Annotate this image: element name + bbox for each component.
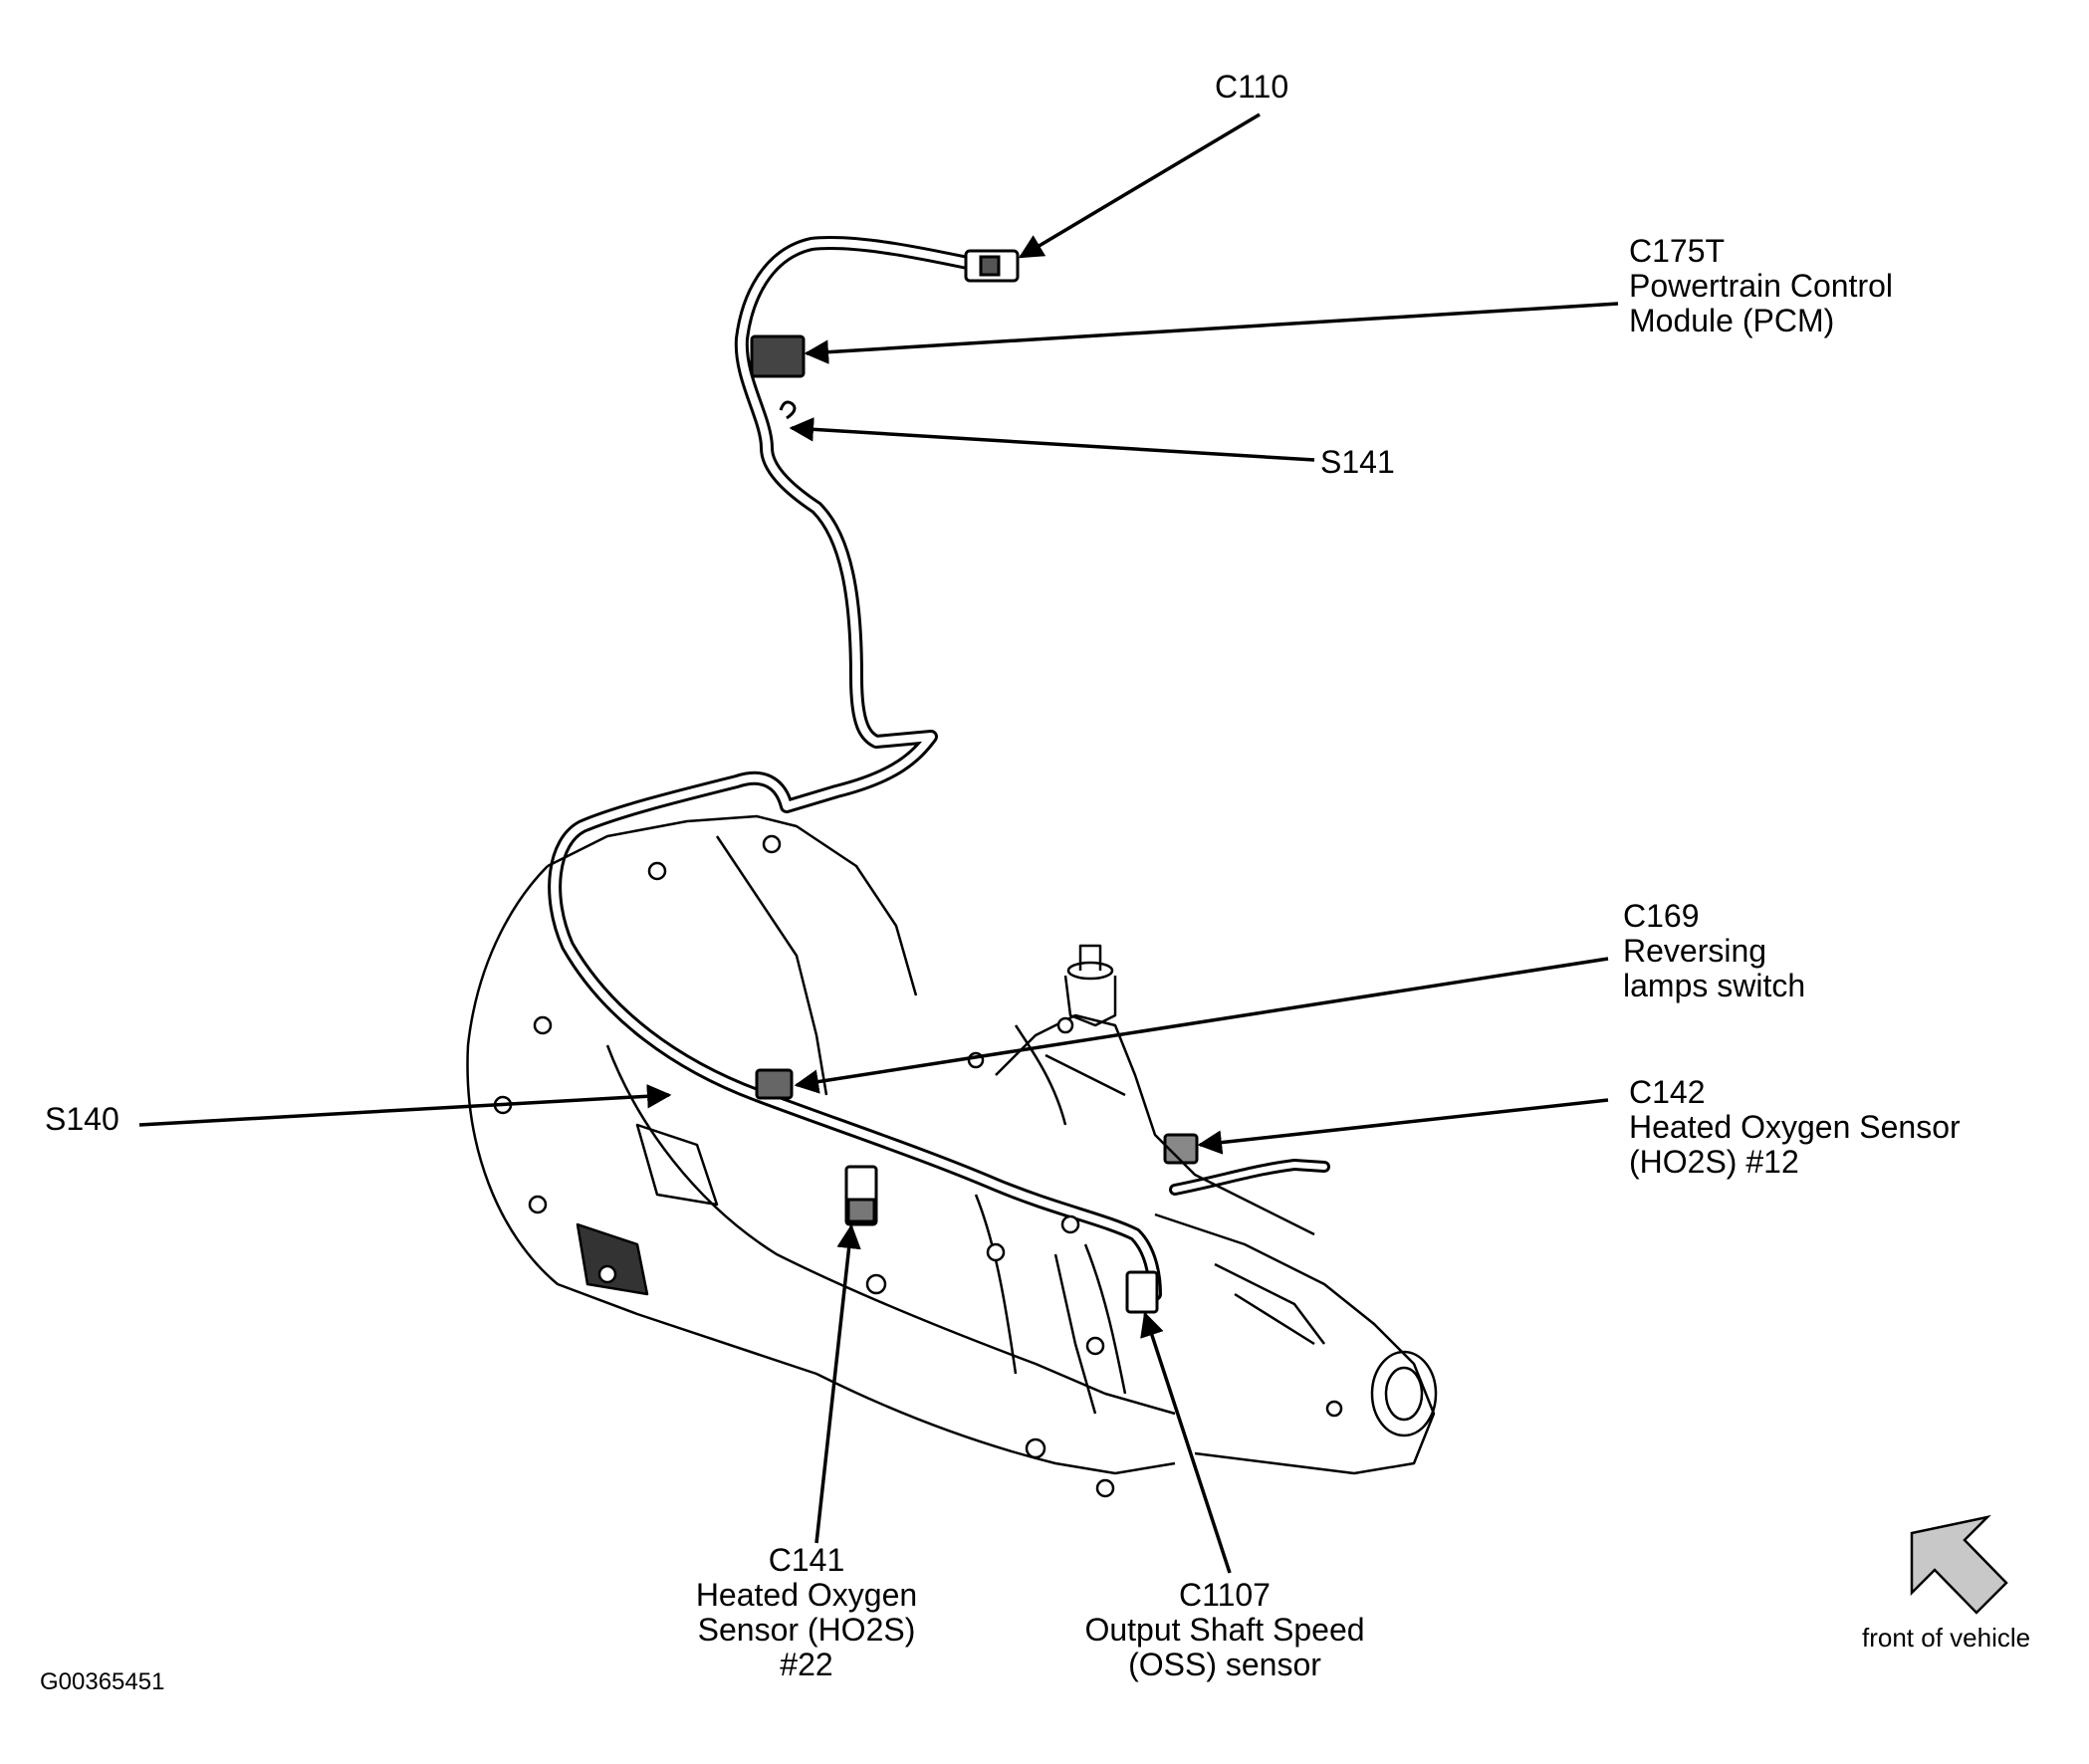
label-c141: C141 Heated Oxygen Sensor (HO2S) #22 [657,1543,956,1682]
c1107-desc-line1: Output Shaft Speed [1084,1612,1365,1648]
label-s141: S141 [1320,445,1395,480]
harness-inner [551,239,1159,1298]
s141-code: S141 [1320,444,1395,480]
c169-desc-line2: lamps switch [1623,968,1806,1003]
front-of-vehicle-arrow-icon [1910,1514,2008,1615]
leader-c1107 [1140,1311,1232,1574]
wiring-harness [548,236,1330,1301]
c141-code: C141 [768,1542,845,1578]
connectors [750,249,1199,1314]
leader-c169 [794,957,1609,1094]
c142-desc-line2: (HO2S) #12 [1629,1144,1799,1180]
c141-desc-line2: Sensor (HO2S) [697,1612,916,1648]
c1107-code: C1107 [1179,1577,1271,1613]
shift-lever-tower [1063,975,1117,1027]
harness-outer [548,236,1162,1301]
leader-c175t [804,302,1619,364]
c142-code: C142 [1629,1074,1706,1110]
c1107-desc-line2: (OSS) sensor [1128,1647,1321,1682]
c142-connector [1163,1133,1199,1165]
front-of-vehicle-label: front of vehicle [1862,1623,2031,1653]
case-bolts [493,834,1343,1498]
label-c1107: C1107 Output Shaft Speed (OSS) sensor [1055,1578,1394,1682]
leader-s140 [138,1084,672,1127]
c169-desc-line1: Reversing [1623,933,1767,969]
c175t-code: C175T [1629,233,1726,269]
c169-code: C169 [1623,898,1700,934]
leader-c142 [1197,1098,1609,1155]
label-c175t: C175T Powertrain Control Module (PCM) [1629,234,1893,338]
c110-code: C110 [1215,69,1289,105]
c141-desc-line3: #22 [780,1647,833,1682]
leader-lines [138,112,1619,1574]
rear-section [995,1013,1315,1236]
label-c169: C169 Reversing lamps switch [1623,899,1805,1003]
s141-splice [779,400,797,420]
main-case [605,1044,1176,1416]
case-top [715,835,828,1096]
c175t-desc-line2: Module (PCM) [1629,303,1835,338]
bell-housing [466,865,817,1376]
c141-desc-line1: Heated Oxygen [695,1577,918,1613]
tailshaft-housing [1154,1213,1436,1475]
label-c142: C142 Heated Oxygen Sensor (HO2S) #12 [1629,1075,1961,1180]
leader-c110 [1018,112,1261,259]
label-s140: S140 [45,1102,119,1137]
c175t-connector [750,334,806,378]
transmission-case [466,814,1438,1475]
c175t-desc-line1: Powertrain Control [1629,268,1893,304]
output-flange [1370,1350,1438,1437]
label-c110: C110 [1215,70,1288,105]
c169-connector [755,1068,794,1100]
figure-id: G00365451 [40,1668,165,1695]
c142-desc-line1: Heated Oxygen Sensor [1629,1109,1961,1145]
leader-c141 [814,1223,861,1544]
s140-code: S140 [45,1101,119,1137]
c1107-connector [1125,1270,1159,1314]
leader-s141 [789,417,1315,462]
